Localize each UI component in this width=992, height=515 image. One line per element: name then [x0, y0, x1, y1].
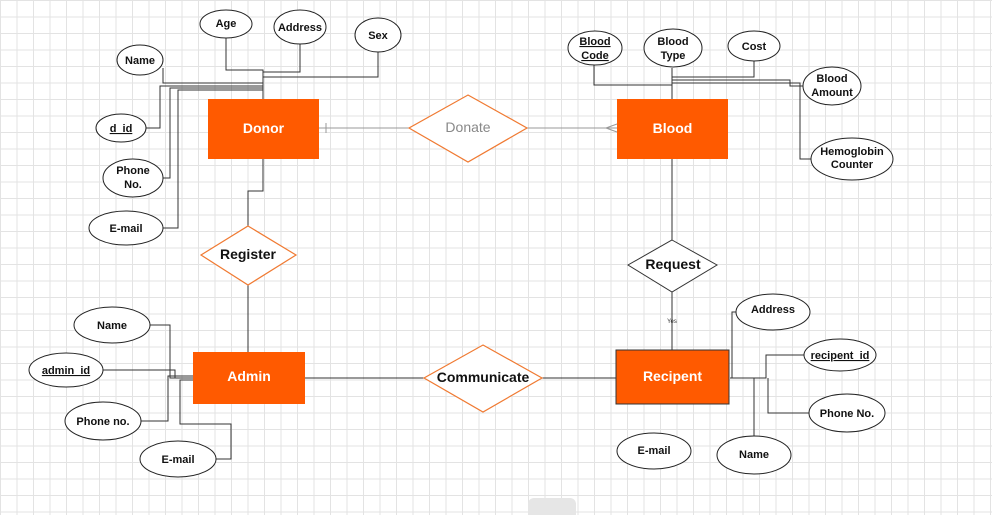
attr-admin-id[interactable]: admin_id	[28, 352, 104, 388]
attr-recipent-phone[interactable]: Phone No.	[808, 393, 886, 433]
entity-donor[interactable]: Donor	[208, 99, 319, 159]
recipent-attribute-connectors	[730, 311, 810, 436]
relationship-register-label: Register	[220, 246, 277, 262]
attr-donor-phone[interactable]: Phone No.	[102, 158, 164, 198]
relationship-request-label: Request	[645, 256, 701, 272]
attr-admin-id-label: admin_id	[42, 365, 90, 377]
attr-admin-email-label: E-mail	[161, 454, 194, 466]
attr-recipent-email[interactable]: E-mail	[616, 432, 692, 470]
attr-admin-phone-label: Phone no.	[76, 416, 129, 428]
attr-donor-age[interactable]: Age	[199, 9, 253, 39]
attr-blood-cost-label: Cost	[742, 41, 767, 53]
entity-admin-label: Admin	[227, 368, 271, 384]
attr-recipent-id-label: recipent_id	[811, 350, 870, 362]
attr-blood-code-label-2: Code	[581, 50, 609, 62]
relationship-communicate-label: Communicate	[437, 369, 530, 385]
attr-donor-phone-label-1: Phone	[116, 165, 150, 177]
relationship-donate-label: Donate	[445, 119, 490, 135]
attr-donor-name[interactable]: Name	[116, 44, 164, 76]
entity-donor-label: Donor	[243, 120, 285, 136]
attr-admin-name-label: Name	[97, 320, 127, 332]
attr-admin-phone[interactable]: Phone no.	[64, 401, 142, 441]
blood-attribute-connectors	[593, 60, 811, 160]
relationship-donate[interactable]: Donate	[407, 94, 529, 163]
attr-recipent-phone-label: Phone No.	[820, 408, 874, 420]
entity-blood-label: Blood	[653, 120, 693, 136]
entity-admin[interactable]: Admin	[193, 352, 305, 404]
attr-blood-amount-label-1: Blood	[816, 73, 847, 85]
attr-blood-cost[interactable]: Cost	[727, 30, 781, 62]
attr-donor-age-label: Age	[216, 18, 237, 30]
relationship-communicate[interactable]: Communicate	[422, 344, 544, 413]
relationship-register[interactable]: Register	[199, 225, 298, 286]
attr-blood-code-label-1: Blood	[579, 36, 610, 48]
attr-recipent-address-label: Address	[751, 304, 795, 316]
relationship-request[interactable]: Request	[627, 239, 718, 293]
attr-donor-phone-label-2: No.	[124, 179, 142, 191]
attr-blood-hemoglobin[interactable]: Hemoglobin Counter	[810, 137, 894, 181]
attr-donor-address[interactable]: Address	[273, 9, 327, 45]
scroll-handle[interactable]	[528, 498, 576, 515]
attr-donor-d-id-label: d_id	[110, 123, 133, 135]
attr-recipent-name[interactable]: Name	[716, 435, 792, 475]
request-note: Yes	[667, 319, 677, 325]
attr-donor-name-label: Name	[125, 55, 155, 67]
attr-blood-code[interactable]: Blood Code	[567, 30, 623, 66]
attr-donor-email[interactable]: E-mail	[88, 210, 164, 246]
attr-donor-address-label: Address	[278, 22, 322, 34]
attr-donor-sex-label: Sex	[368, 30, 388, 42]
attr-donor-email-label: E-mail	[109, 223, 142, 235]
attr-blood-amount-label-2: Amount	[811, 87, 853, 99]
attr-admin-name[interactable]: Name	[73, 306, 151, 344]
attr-blood-type-label-2: Type	[661, 50, 686, 62]
attr-recipent-name-label: Name	[739, 449, 769, 461]
entity-recipent[interactable]: Recipent	[615, 349, 730, 405]
attr-donor-sex[interactable]: Sex	[354, 17, 402, 53]
attr-blood-amount[interactable]: Blood Amount	[802, 66, 862, 106]
attr-blood-type[interactable]: Blood Type	[643, 28, 703, 68]
register-connectors	[247, 159, 264, 352]
attr-recipent-address[interactable]: Address	[735, 293, 811, 331]
attr-admin-email[interactable]: E-mail	[139, 440, 217, 478]
attr-recipent-id[interactable]: recipent_id	[803, 338, 877, 372]
entity-blood[interactable]: Blood	[617, 99, 728, 159]
attr-blood-hemo-label-2: Counter	[831, 159, 874, 171]
admin-attribute-connectors	[103, 324, 232, 460]
attr-blood-hemo-label-1: Hemoglobin	[820, 146, 884, 158]
attr-donor-d-id[interactable]: d_id	[95, 113, 147, 143]
donate-connectors	[319, 123, 618, 133]
attr-recipent-email-label: E-mail	[637, 445, 670, 457]
attr-blood-type-label-1: Blood	[657, 36, 688, 48]
entity-recipent-label: Recipent	[643, 368, 702, 384]
